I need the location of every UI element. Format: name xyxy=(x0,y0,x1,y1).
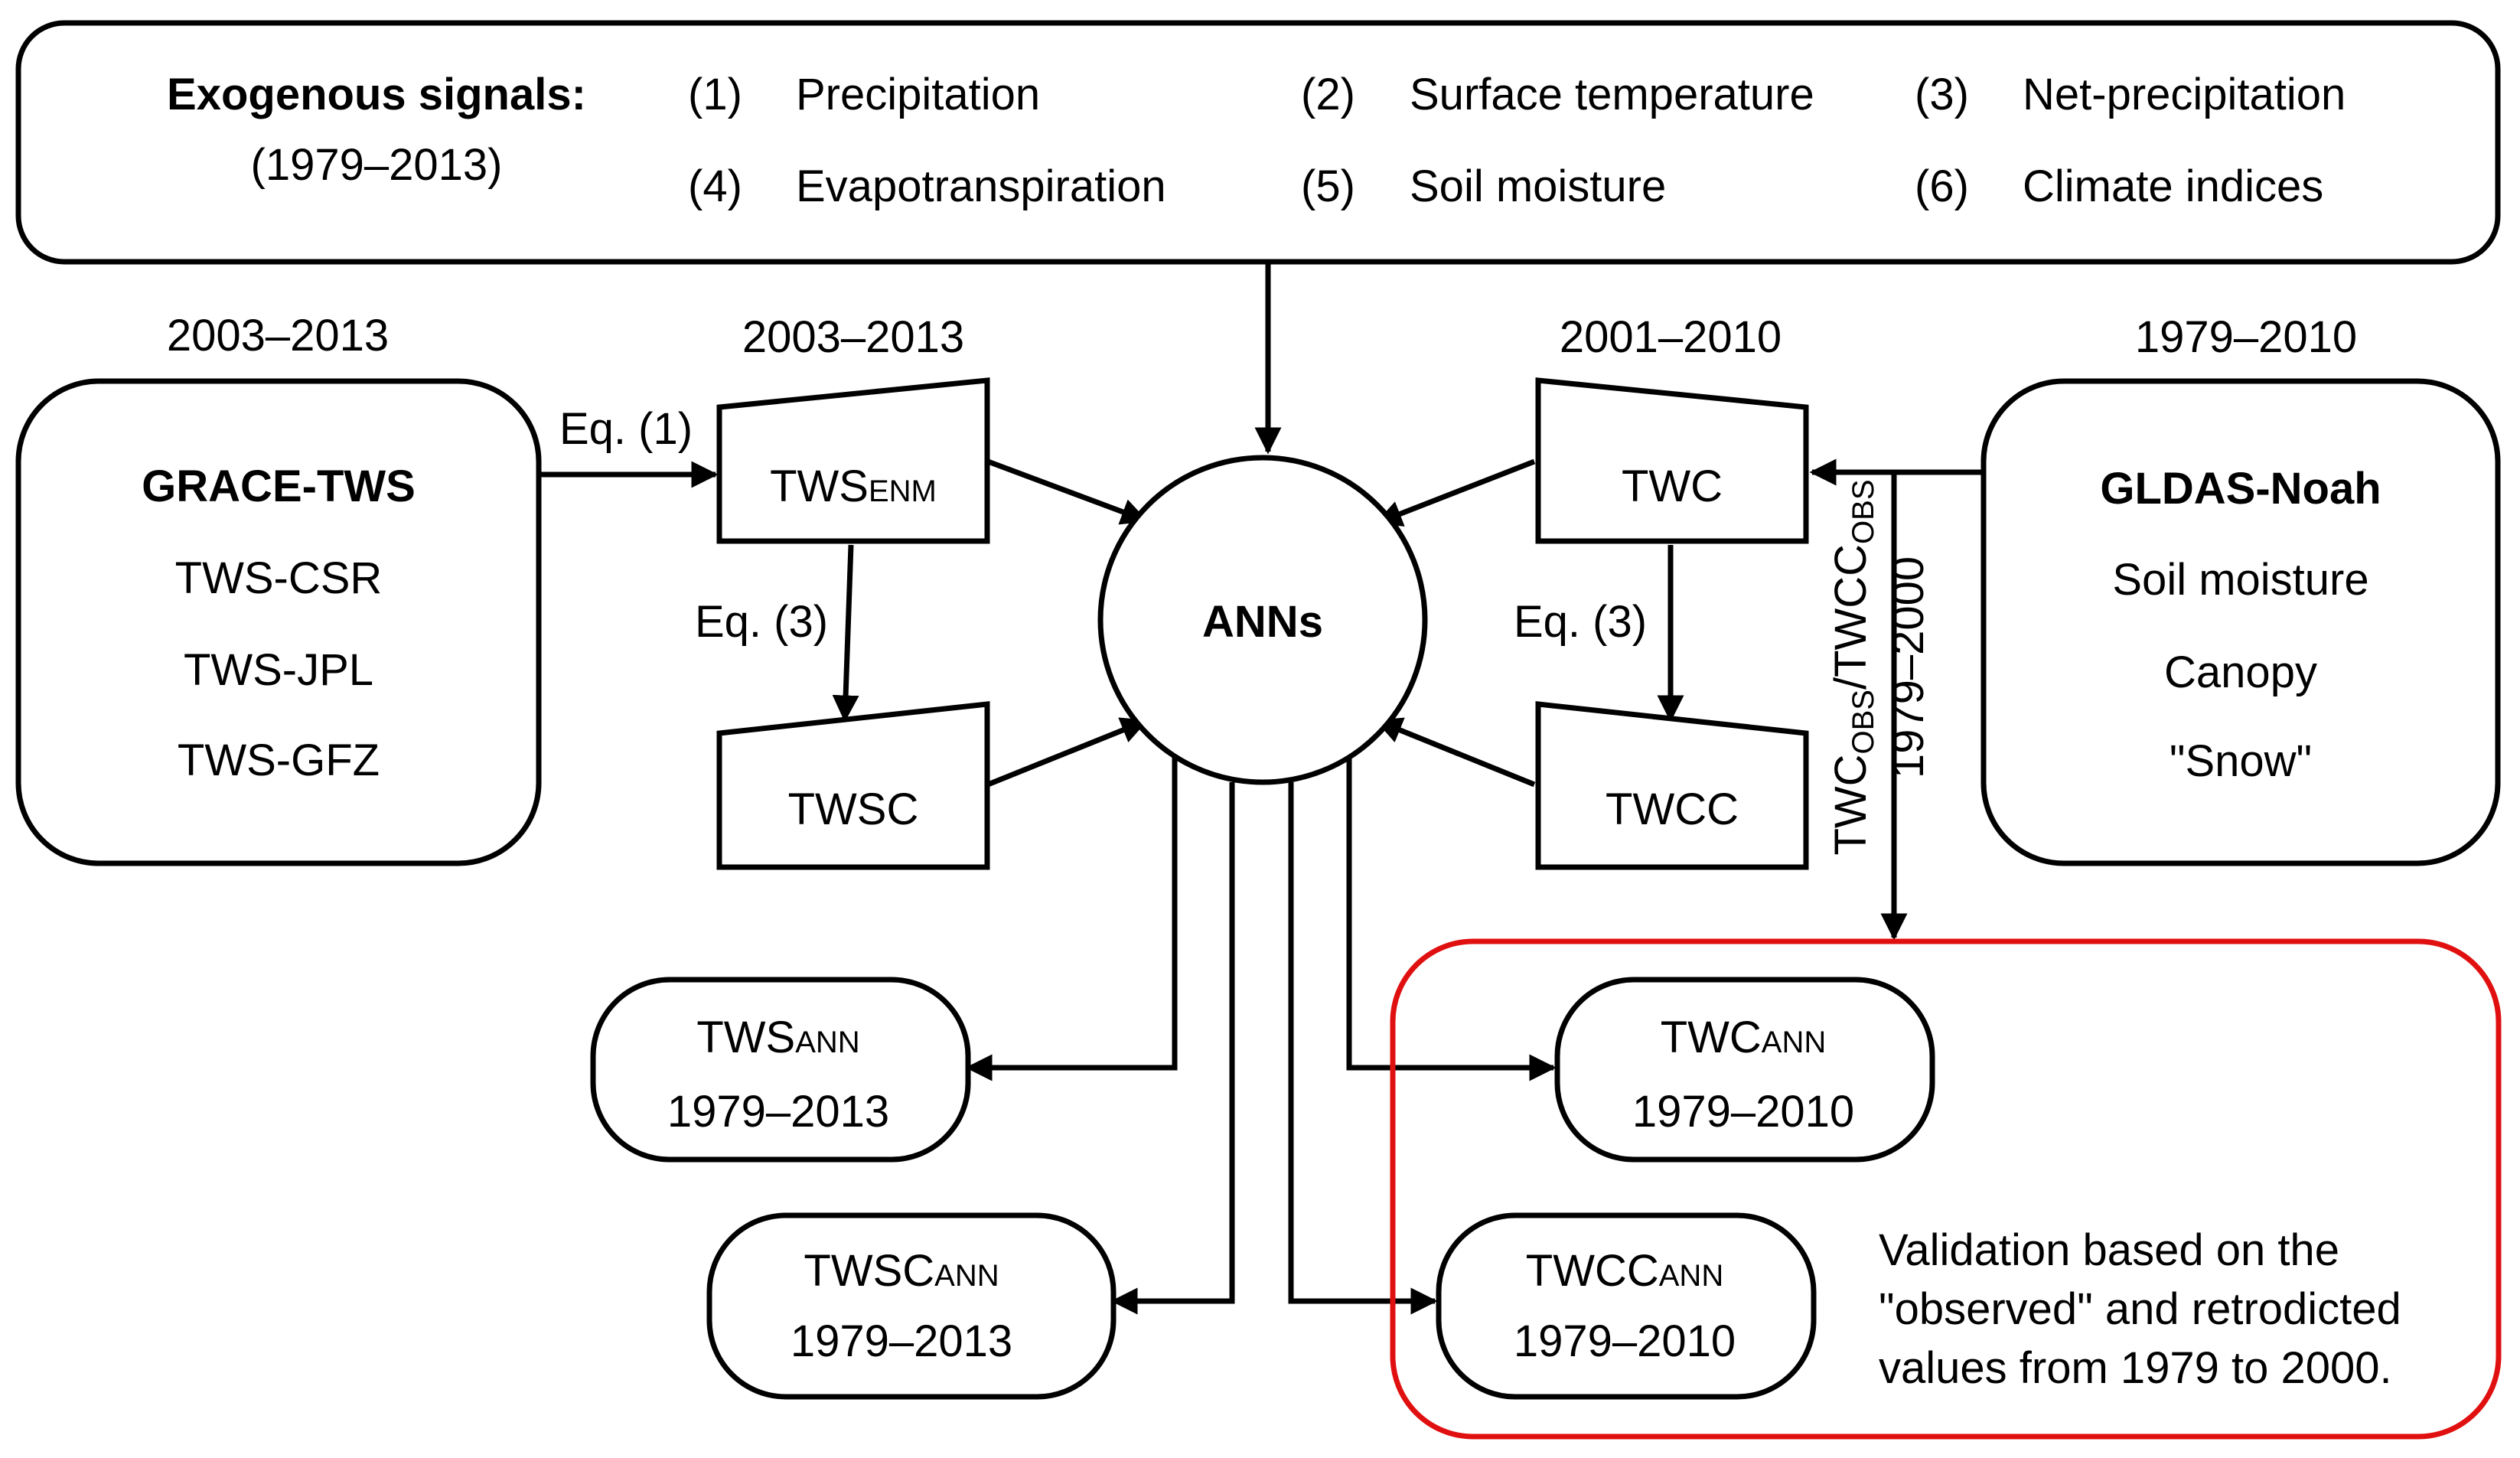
twc-period: 2001–2010 xyxy=(1560,312,1782,362)
eq3-left-label: Eq. (3) xyxy=(695,597,828,647)
arrow-tws-enm-to-twsc xyxy=(832,544,859,722)
validation-line: Validation based on the xyxy=(1879,1225,2339,1275)
exogenous-item-label: Surface temperature xyxy=(1410,70,1814,119)
validation-note: Validation based on the "observed" and r… xyxy=(1879,1225,2401,1393)
arrow-twc-to-anns xyxy=(1374,458,1536,527)
tws-ann-node: TWSANN 1979–2013 xyxy=(590,977,971,1163)
obs-period-label: TWCOBS/TWCCOBS 1979–2000 xyxy=(1826,479,1933,855)
exogenous-item-num: (6) xyxy=(1915,161,1969,211)
twsc-ann-node: TWSCANN 1979–2013 xyxy=(706,1212,1117,1400)
exogenous-item-label: Soil moisture xyxy=(1410,161,1666,211)
arrow-anns-to-twsc-ann xyxy=(1110,782,1235,1315)
validation-line: values from 1979 to 2000. xyxy=(1879,1343,2392,1393)
obs-series-label: TWCOBS/TWCCOBS xyxy=(1826,479,1880,855)
exogenous-item-num: (3) xyxy=(1915,70,1969,119)
tws-enm-period: 2003–2013 xyxy=(742,312,964,362)
twc-ann-period: 1979–2010 xyxy=(1632,1087,1854,1137)
obs-period: 1979–2000 xyxy=(1883,556,1933,778)
anns-label: ANNs xyxy=(1202,597,1323,647)
tws-ann-period: 1979–2013 xyxy=(667,1087,889,1137)
grace-title: GRACE-TWS xyxy=(142,462,416,511)
gldas-noah-box: 1979–2010 GLDAS-Noah Soil moisture Canop… xyxy=(1980,312,2501,866)
validation-region xyxy=(1390,938,2502,1440)
arrow-twcc-to-anns xyxy=(1374,717,1536,788)
gldas-line: Canopy xyxy=(2164,647,2317,697)
grace-line: TWS-CSR xyxy=(175,553,383,603)
twc-box: 2001–2010 TWC xyxy=(1535,312,1809,544)
exogenous-item-num: (5) xyxy=(1301,161,1355,211)
twcc-ann-node: TWCCANN 1979–2010 xyxy=(1436,1212,1817,1400)
exogenous-item-label: Evapotranspiration xyxy=(796,161,1166,211)
exogenous-item-label: Climate indices xyxy=(2023,161,2323,211)
anns-node: ANNs xyxy=(1097,455,1428,785)
twsc-ann-label: TWSCANN xyxy=(804,1246,999,1296)
twsc-box: TWSC xyxy=(716,701,990,870)
grace-line: TWS-GFZ xyxy=(178,736,380,785)
grace-line: TWS-JPL xyxy=(184,645,373,695)
eq1-label: Eq. (1) xyxy=(559,404,693,454)
arrow-anns-to-twcc-ann xyxy=(1288,782,1438,1315)
twcc-box: TWCC xyxy=(1535,701,1809,870)
gldas-line: "Snow" xyxy=(2170,736,2312,786)
exogenous-item-num: (2) xyxy=(1301,70,1355,119)
exogenous-signals-box: Exogenous signals: (1979–2013) (1) Preci… xyxy=(15,20,2501,265)
twcc-ann-period: 1979–2010 xyxy=(1514,1316,1736,1366)
twcc-ann-label: TWCCANN xyxy=(1526,1246,1723,1296)
arrow-anns-to-twc-ann xyxy=(1346,758,1557,1081)
exogenous-item-label: Precipitation xyxy=(796,70,1040,119)
arrow-anns-to-tws-ann xyxy=(965,758,1178,1081)
arrow-twsc-to-anns xyxy=(986,717,1149,788)
exogenous-item-num: (4) xyxy=(688,161,742,211)
twcc-label: TWCC xyxy=(1606,784,1739,834)
twc-label: TWC xyxy=(1622,462,1723,511)
arrow-tws-enm-to-anns xyxy=(986,458,1149,525)
connectors xyxy=(540,262,1984,1315)
twsc-ann-period: 1979–2013 xyxy=(791,1316,1012,1366)
twc-ann-label: TWCANN xyxy=(1661,1013,1827,1062)
grace-tws-box: 2003–2013 GRACE-TWS TWS-CSR TWS-JPL TWS-… xyxy=(15,311,542,866)
tws-ann-label: TWSANN xyxy=(696,1013,859,1062)
gldas-period: 1979–2010 xyxy=(2135,312,2357,362)
tws-enm-label: TWSENM xyxy=(770,462,937,511)
gldas-title: GLDAS-Noah xyxy=(2100,464,2381,514)
gldas-line: Soil moisture xyxy=(2112,555,2368,605)
exogenous-period: (1979–2013) xyxy=(251,140,503,190)
eq3-right-label: Eq. (3) xyxy=(1514,597,1647,647)
exogenous-item-num: (1) xyxy=(688,70,742,119)
exogenous-item-label: Net-precipitation xyxy=(2023,70,2346,119)
twsc-label: TWSC xyxy=(788,784,919,834)
tws-enm-box: 2003–2013 TWSENM xyxy=(716,312,990,544)
validation-line: "observed" and retrodicted xyxy=(1879,1284,2401,1334)
exogenous-title: Exogenous signals: xyxy=(167,70,586,119)
grace-period: 2003–2013 xyxy=(167,311,389,360)
twc-ann-node: TWCANN 1979–2010 xyxy=(1554,977,1935,1163)
